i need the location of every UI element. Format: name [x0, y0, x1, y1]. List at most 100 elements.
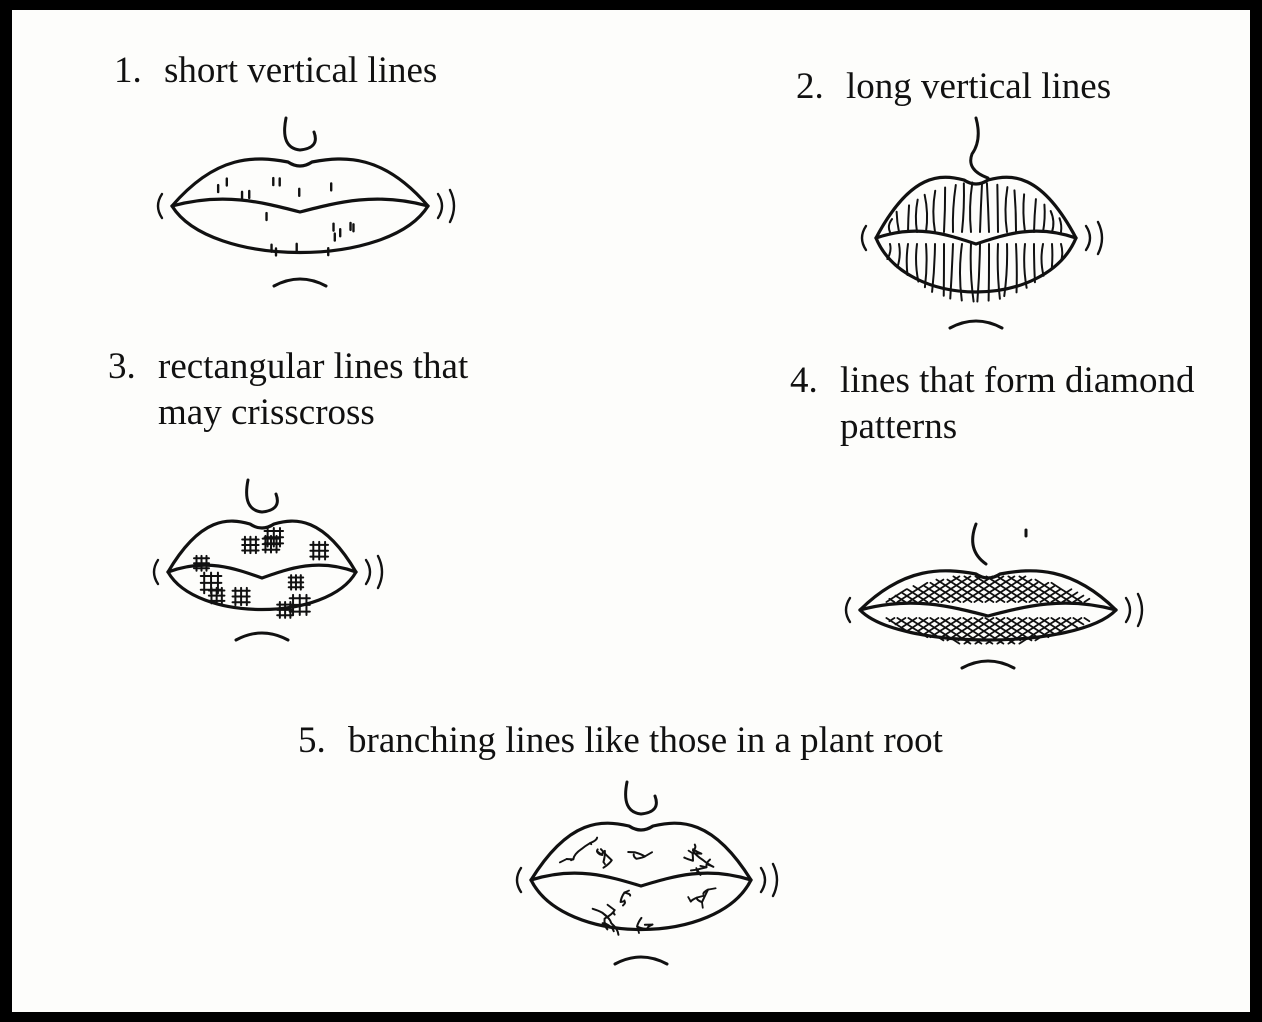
corner-mark-right [366, 560, 370, 584]
caption-number: 3. [108, 344, 136, 390]
corner-mark-left [158, 194, 162, 218]
nose-mark [285, 118, 316, 150]
caption-text: lines that form diamond [840, 358, 1195, 404]
caption-text: short vertical lines [164, 48, 437, 94]
nose-mark [971, 118, 988, 178]
corner-mark-right-outer [378, 556, 382, 588]
nose-mark [626, 782, 657, 814]
mouth-line [860, 603, 1116, 616]
long-line [944, 187, 945, 232]
corner-mark-right [1126, 598, 1130, 622]
caption-text: may crisscross [158, 390, 375, 436]
lips-drawing [496, 780, 786, 960]
corner-mark-right-outer [1098, 222, 1102, 254]
corner-mark-right [1086, 226, 1090, 250]
root-line [693, 845, 713, 867]
lips-drawing [142, 476, 382, 646]
corner-mark-right-outer [450, 190, 454, 222]
corner-mark-right [438, 194, 442, 218]
long-line [897, 244, 899, 267]
lips-drawing [846, 118, 1106, 328]
caption-number: 2. [796, 64, 824, 110]
long-line [1024, 244, 1026, 288]
long-line [1052, 244, 1053, 268]
diamond-line [924, 618, 949, 634]
lips-diamond-patterns [838, 500, 1138, 670]
long-line [916, 200, 918, 232]
long-line [933, 191, 935, 232]
root-line [621, 893, 631, 906]
caption-4: 4. lines that form diamond patterns [790, 358, 1240, 454]
corner-mark-left [517, 868, 521, 892]
branch-line [708, 888, 716, 889]
root-line [637, 918, 652, 929]
caption-text: branching lines like those in a plant ro… [348, 718, 943, 764]
corner-mark-left [862, 226, 866, 250]
long-line [907, 244, 908, 275]
chin-arc [274, 279, 326, 286]
lips-rectangular-lines [142, 476, 382, 646]
corner-mark-right-outer [773, 864, 777, 896]
branch-line [560, 859, 567, 862]
caption-1: 1. short vertical lines [114, 48, 534, 98]
page-frame: 1. short vertical lines 2. long vertical… [12, 10, 1250, 1012]
branch-line [645, 852, 652, 856]
branch-line [607, 905, 614, 910]
chin-arc [236, 633, 288, 640]
corner-mark-right-outer [1138, 594, 1142, 626]
long-line [897, 212, 899, 232]
upper-lip-outline [531, 823, 751, 880]
corner-mark-left [846, 598, 850, 622]
long-line [925, 195, 927, 232]
long-line [1042, 244, 1044, 276]
root-line [628, 852, 645, 859]
root-line [691, 890, 708, 903]
mouth-line [172, 199, 428, 212]
long-line [925, 244, 927, 287]
long-line [987, 183, 989, 232]
diamond-line [1084, 618, 1089, 621]
lips-branching-lines [496, 780, 786, 960]
long-line [1060, 218, 1062, 232]
long-line [916, 244, 918, 282]
long-line [953, 185, 956, 232]
caption-text: long vertical lines [846, 64, 1111, 110]
long-line [889, 219, 892, 232]
chin-arc [950, 321, 1002, 328]
caption-number: 5. [298, 718, 326, 764]
chin-arc [962, 661, 1014, 668]
long-line [980, 182, 982, 232]
caption-number: 1. [114, 48, 142, 94]
caption-number: 4. [790, 358, 818, 404]
nose-mark [247, 480, 278, 512]
lips-short-vertical-lines [150, 106, 450, 286]
mouth-line [531, 873, 751, 886]
corner-mark-right [761, 868, 765, 892]
upper-lip-outline [876, 177, 1076, 238]
caption-text: rectangular lines that [158, 344, 468, 390]
lips-drawing [150, 106, 450, 286]
corner-mark-left [154, 560, 158, 584]
long-line [1034, 199, 1036, 232]
caption-5: 5. branching lines like those in a plant… [298, 718, 1018, 768]
root-line [567, 838, 597, 860]
long-line [1034, 244, 1035, 282]
diamond-line [1084, 599, 1089, 602]
long-line [1043, 205, 1045, 232]
long-line [1051, 211, 1054, 232]
caption-2: 2. long vertical lines [796, 64, 1216, 114]
caption-3: 3. rectangular lines that may crisscross [108, 344, 548, 440]
long-line [1005, 187, 1007, 232]
mouth-line [876, 231, 1076, 244]
diamond-line [924, 586, 949, 602]
diamond-line [913, 586, 938, 602]
nose-mark [973, 524, 986, 564]
long-line [997, 185, 998, 232]
chin-arc [615, 957, 667, 964]
lips-drawing [838, 500, 1138, 670]
long-line [962, 183, 964, 232]
long-line [908, 205, 909, 232]
lips-long-vertical-lines [846, 118, 1106, 328]
caption-text: patterns [840, 404, 957, 450]
long-line [1023, 194, 1025, 232]
